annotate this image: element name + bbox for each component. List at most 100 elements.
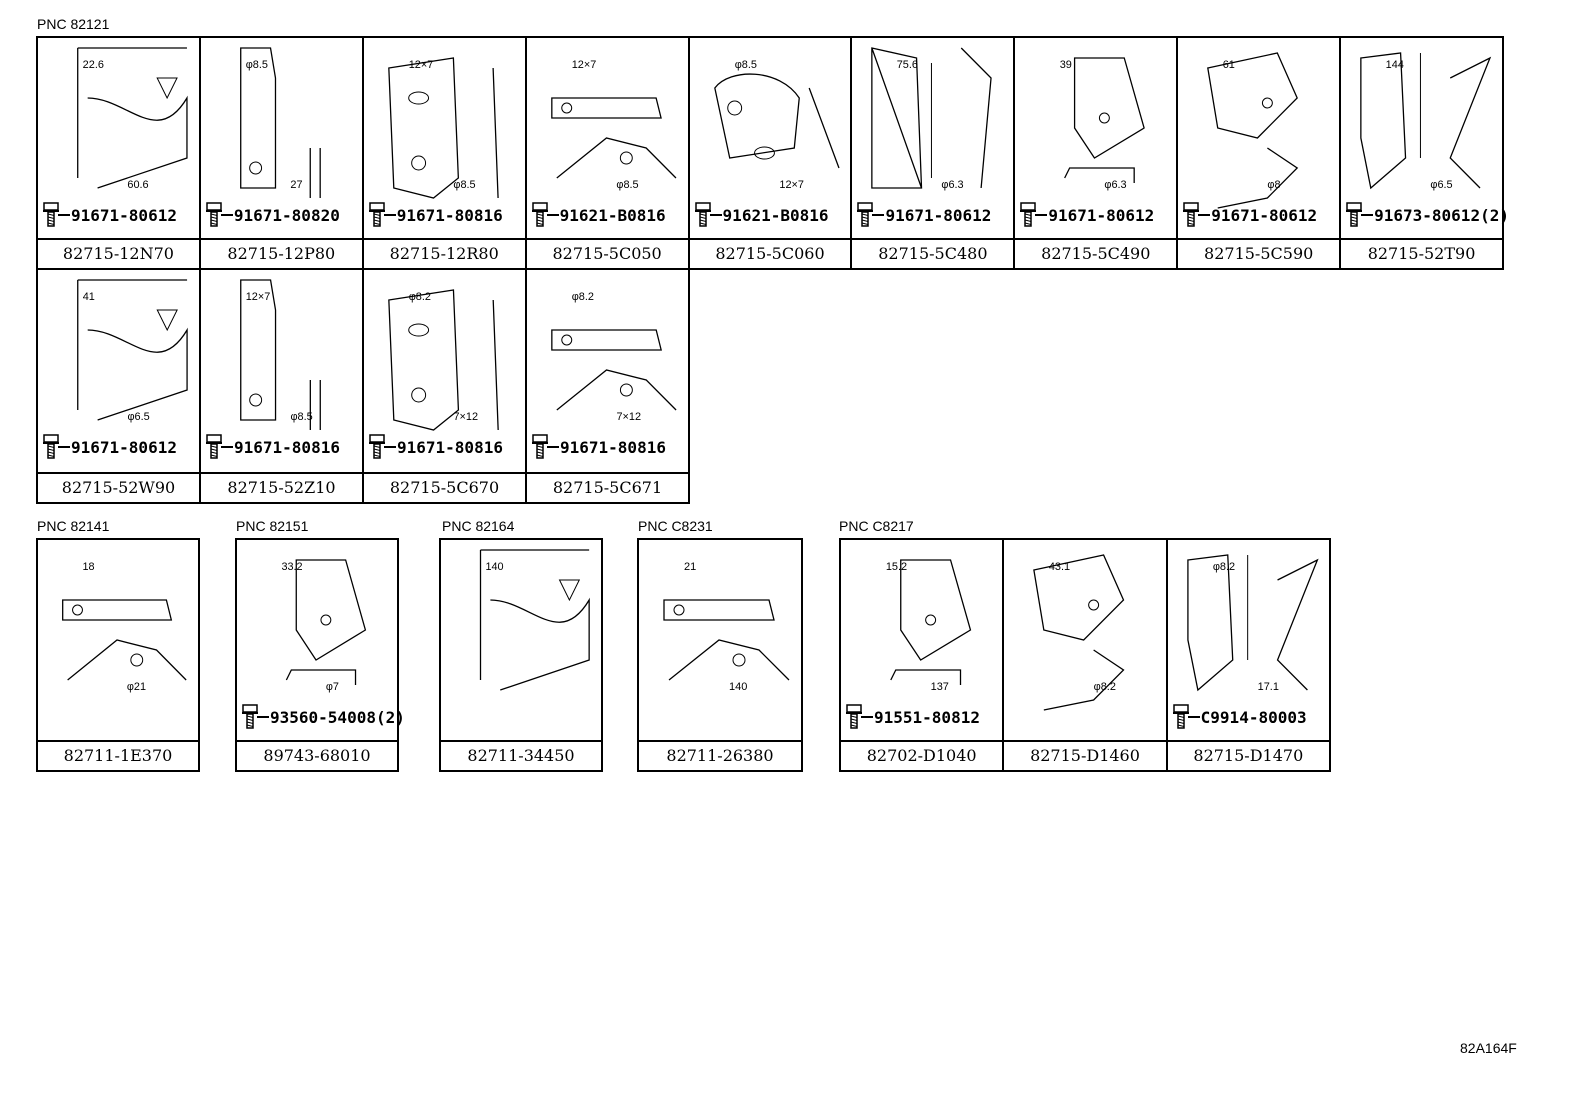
fastener-callout: 91671-80612 [1182, 202, 1317, 228]
fastener-callout: 91671-80816 [368, 202, 503, 228]
part-number[interactable]: 82711-1E370 [38, 740, 198, 770]
dimension-label: φ8.5 [453, 179, 475, 191]
part-number[interactable]: 82715-52Z10 [201, 472, 362, 502]
dimension-label: 39 [1060, 59, 1072, 71]
part-number[interactable]: 89743-68010 [237, 740, 397, 770]
part-number[interactable]: 82715-5C671 [527, 472, 688, 502]
dimension-label: 144 [1386, 59, 1404, 71]
dimension-label: φ6.3 [1105, 179, 1127, 191]
dimension-label: 22.6 [83, 59, 104, 71]
bolt-icon [846, 704, 862, 729]
dimension-label: φ8.5 [616, 179, 638, 191]
dimension-label: φ8.5 [290, 411, 312, 423]
dimension-label: 12×7 [779, 179, 804, 191]
fastener-number: 91673-80612(2) [1374, 205, 1509, 225]
dimension-label: φ8.5 [246, 59, 268, 71]
part-number[interactable]: 82711-34450 [441, 740, 601, 770]
pnc-label: PNC 82141 [37, 518, 110, 534]
bolt-icon [532, 434, 548, 459]
pnc-label: PNC 82164 [442, 518, 515, 534]
part-number[interactable]: 82715-12N70 [38, 238, 199, 268]
part-illustration: φ8.27×12 [388, 289, 499, 431]
bolt-icon [43, 202, 59, 227]
dimension-label: 43.1 [1049, 561, 1070, 573]
dimension-label: φ8 [1268, 179, 1281, 191]
part-number[interactable]: 82715-5C670 [364, 472, 525, 502]
fastener-callout: 91551-80812 [845, 704, 980, 730]
part-cell: 61 φ8 91671-80612 82715-5C590 [1178, 38, 1340, 268]
fastener-callout: 91671-80816 [531, 434, 666, 460]
part-cell: 21 140 82711-26380 [639, 540, 801, 770]
bolt-icon [43, 434, 59, 459]
pnc-label: PNC C8231 [638, 518, 713, 534]
bolt-icon [857, 202, 874, 227]
part-illustration: 39 φ6.3 [1060, 57, 1146, 191]
dimension-label: φ8.2 [1212, 561, 1234, 573]
fastener-number: 91671-80612 [71, 437, 177, 457]
part-number[interactable]: 82715-5C060 [689, 238, 851, 268]
fastener-callout: 91671-80612 [1019, 202, 1154, 228]
part-cell: 39 φ6.3 91671-80612 82715-5C490 [1015, 38, 1177, 268]
fastener-callout: C9914-80003 [1172, 704, 1307, 730]
pnc-label: PNC C8217 [839, 518, 914, 534]
dimension-label: 140 [485, 561, 503, 573]
part-cell: φ8.5 27 91671-80820 82715-12P80 [200, 38, 362, 268]
pnc-label: PNC 82121 [37, 16, 110, 32]
dimension-label: φ8.2 [1094, 681, 1116, 693]
dimension-label: 7×12 [616, 411, 641, 423]
fastener-number: 91621-B0816 [722, 205, 829, 225]
dimension-label: 7×12 [453, 411, 478, 423]
part-number[interactable]: 82711-26380 [639, 740, 801, 770]
dimension-label: 61 [1223, 59, 1235, 71]
part-number[interactable]: 82715-5C050 [526, 238, 688, 268]
dimension-label: 15.2 [886, 561, 907, 573]
dimension-label: 21 [684, 561, 696, 573]
fastener-callout: 91621-B0816 [694, 202, 829, 228]
part-number[interactable]: 82715-52W90 [38, 472, 199, 502]
fastener-number: 91671-80816 [397, 437, 503, 457]
part-number[interactable]: 82715-12R80 [363, 238, 525, 268]
bolt-icon [1172, 704, 1189, 729]
parts-grid-C8231: 21 140 82711-26380 [637, 538, 803, 772]
dimension-label: 18 [82, 561, 94, 573]
part-number[interactable]: 82702-D1040 [841, 740, 1003, 770]
dimension-label: 140 [729, 681, 747, 693]
part-number[interactable]: 82715-5C490 [1015, 238, 1177, 268]
bolt-icon [205, 202, 222, 227]
part-number[interactable]: 82715-52T90 [1341, 238, 1502, 268]
part-number[interactable]: 82715-5C480 [852, 238, 1014, 268]
dimension-label: 75.6 [897, 59, 918, 71]
part-number[interactable]: 82715-D1470 [1167, 740, 1329, 770]
dimension-label: 33.2 [281, 561, 302, 573]
fastener-number: 91621-B0816 [559, 205, 666, 225]
bolt-icon [242, 704, 258, 729]
fastener-number: 91671-80612 [1211, 205, 1318, 225]
part-illustration: φ8.27×12 [551, 291, 677, 423]
part-number[interactable]: 82715-5C590 [1178, 238, 1340, 268]
fastener-number: 91671-80816 [560, 437, 666, 457]
fastener-callout: 91671-80820 [205, 202, 340, 228]
fastener-callout: 91671-80612 [42, 202, 177, 228]
fastener-callout: 93560-54008(2) [241, 704, 405, 730]
part-number[interactable]: 82715-12P80 [200, 238, 362, 268]
bolt-icon [1183, 202, 1200, 227]
part-illustration: 12×7φ8.5 [387, 57, 499, 199]
fastener-callout: 91671-80612 [856, 202, 991, 228]
dimension-label: 27 [290, 179, 302, 191]
fastener-number: 91671-80612 [71, 205, 177, 225]
fastener-callout: 91671-80816 [205, 434, 340, 460]
bolt-icon [531, 202, 548, 227]
dimension-label: 137 [931, 681, 949, 693]
part-number[interactable]: 82715-D1460 [1004, 740, 1166, 770]
